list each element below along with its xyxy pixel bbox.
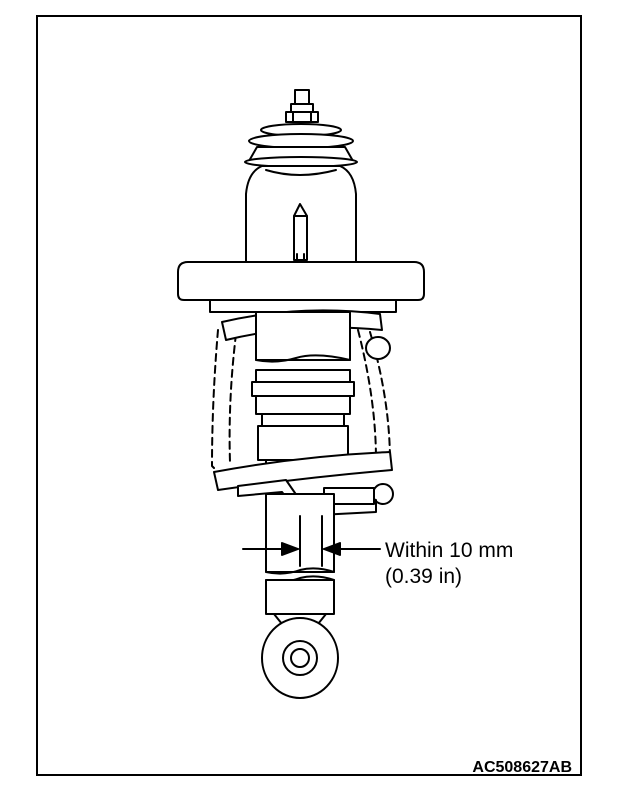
piston-rod-lines [299,515,323,567]
dust-cover [245,165,357,263]
dimension-arrows [242,542,381,556]
top-nut [285,89,319,123]
figure-code: AC508627AB [472,759,572,776]
lower-spring-seat [213,451,393,517]
lower-eye-mount [261,617,339,699]
upper-washer-stack [244,123,358,168]
shock-body-upper [251,311,355,471]
upper-spring-seat [177,261,425,313]
callout-text-line2: (0.39 in) [385,565,462,588]
callout-text-line1: Within 10 mm [385,539,513,562]
